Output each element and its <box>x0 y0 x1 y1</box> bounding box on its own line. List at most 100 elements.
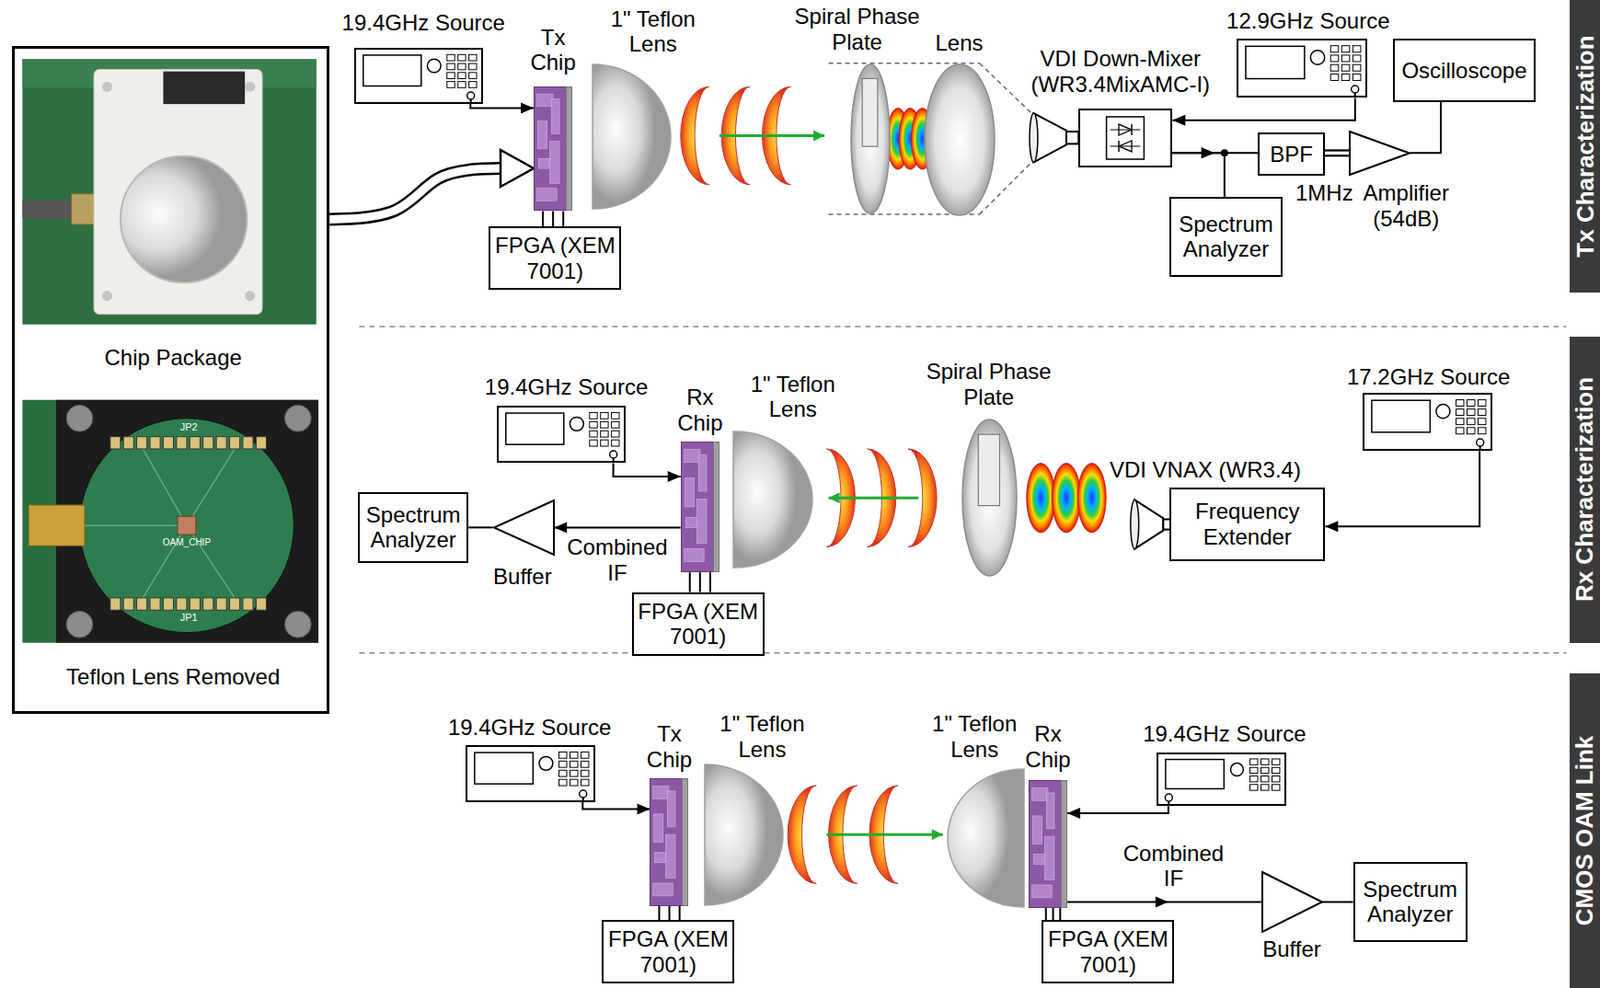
text-slot: Tx Chip <box>642 721 698 772</box>
connector <box>1067 896 1262 908</box>
instrument-key <box>1271 759 1279 765</box>
arrowhead <box>1155 896 1169 908</box>
part-label: Rx Chip <box>672 384 728 436</box>
part-label: Chip Package <box>25 345 321 371</box>
beam-axis-head <box>813 130 825 142</box>
text-slot: Spectrum Analyzer <box>1355 863 1466 941</box>
chip-name: OAM_CHIP <box>149 537 224 549</box>
mixer-body <box>1079 109 1172 167</box>
instrument-key <box>580 760 588 768</box>
instrument-key <box>611 413 620 420</box>
chip-face <box>650 779 683 907</box>
photo-header-pin <box>137 437 148 449</box>
part-label: 1" Teflon Lens <box>711 711 813 762</box>
diode-lead <box>1110 145 1141 147</box>
text-slot: Teflon Lens Removed <box>25 664 321 691</box>
connector <box>582 802 650 816</box>
inst-outline <box>496 405 626 463</box>
buffer-amplifier: Buffer <box>1261 871 1324 933</box>
instrument-key <box>580 751 588 759</box>
connector <box>689 572 691 592</box>
connector-line <box>689 572 691 592</box>
instrument-key <box>1271 768 1279 774</box>
instrument-key <box>1455 400 1463 407</box>
disk-outline <box>851 64 890 214</box>
beam-axis <box>828 496 920 500</box>
spiral-phase-plate: Spiral Phase Plate <box>850 63 891 215</box>
instrument-key <box>1249 776 1257 783</box>
photo-header-pin <box>216 598 227 611</box>
box-label: Spectrum Analyzer <box>1174 211 1278 263</box>
signal-source: 19.4GHz Source <box>465 745 596 803</box>
photo-trace <box>186 448 235 526</box>
chip-layout-block <box>653 883 674 897</box>
horn-aperture <box>1130 499 1140 549</box>
disk-outline <box>962 419 1017 576</box>
instrument-key <box>1330 46 1339 53</box>
photo-hole <box>102 81 113 93</box>
part-label: Spiral Phase Plate <box>788 3 927 55</box>
instrument-key <box>1455 409 1463 416</box>
instrument-body <box>497 406 625 462</box>
photo-header-pin <box>123 598 134 611</box>
instrument-key <box>468 81 476 89</box>
part-label: VDI VNAX (WR3.4) <box>1085 457 1325 484</box>
instrument-key <box>1249 759 1257 765</box>
text-slot: 19.4GHz Source <box>447 374 687 401</box>
chip-layout-block <box>683 549 704 563</box>
oam-beam-ring <box>1026 463 1056 533</box>
connector-line <box>1172 152 1225 197</box>
instrument-key <box>1353 74 1362 81</box>
part-label: Rx Chip <box>1020 721 1076 772</box>
arrowhead <box>636 803 650 815</box>
instrument-key <box>569 770 577 777</box>
beam-axis-head <box>828 492 841 504</box>
instrument-key <box>1260 768 1268 774</box>
fpga-board: FPGA (XEM 7001) <box>1041 920 1175 984</box>
part-label: Spiral Phase Plate <box>920 358 1059 410</box>
instrument-screen <box>1370 400 1429 433</box>
photo-trace <box>186 525 235 599</box>
part-label: Buffer <box>1245 936 1338 963</box>
connector-line <box>1324 450 1480 527</box>
mixer-outline <box>1078 108 1173 168</box>
arrowhead <box>667 471 681 483</box>
label-slot: JP1 <box>151 611 226 624</box>
inst-outline <box>465 745 596 803</box>
hemisphere-lens <box>704 764 783 906</box>
section-band: Tx Characterization <box>1569 0 1600 293</box>
instrument-key <box>1466 400 1474 407</box>
disk-outline <box>924 64 995 216</box>
instrument-key <box>1341 74 1350 81</box>
teflon-lens: 1" Teflon Lens <box>946 768 1025 909</box>
part-label: Lens <box>922 30 997 57</box>
instrument-key <box>1330 74 1339 81</box>
photo-trace <box>84 524 178 527</box>
photo-header-pin <box>216 437 227 449</box>
chip-outline <box>533 86 573 211</box>
instrument-key <box>1477 427 1485 435</box>
amplifier-triangle <box>1262 872 1323 933</box>
amplifier-triangle <box>494 500 554 555</box>
instrument-key <box>1477 418 1485 426</box>
photo-header-pin <box>110 437 121 449</box>
text-slot: 1" Teflon Lens <box>602 6 704 58</box>
chip-layout-block <box>696 499 707 544</box>
chip-layout-block <box>683 449 701 463</box>
photo-header-pin <box>203 437 214 449</box>
text-slot: Frequency Extender <box>1171 489 1324 560</box>
signal-source: 19.4GHz Source <box>354 47 484 104</box>
photo-pcb <box>22 58 316 324</box>
section-separator <box>358 325 1566 328</box>
instrument-screen <box>1164 759 1223 790</box>
instrument-key <box>589 431 598 438</box>
oam-beam-spiral <box>680 86 710 185</box>
signal-source: 12.9GHz Source <box>1236 38 1368 98</box>
teflon-lens: 1" Teflon Lens <box>732 430 814 569</box>
chip-layout-block <box>653 786 670 800</box>
instrument-key <box>458 72 466 80</box>
part-label: 1" Teflon Lens <box>923 711 1025 762</box>
instrument-key <box>569 760 577 768</box>
connector-line <box>709 572 712 592</box>
